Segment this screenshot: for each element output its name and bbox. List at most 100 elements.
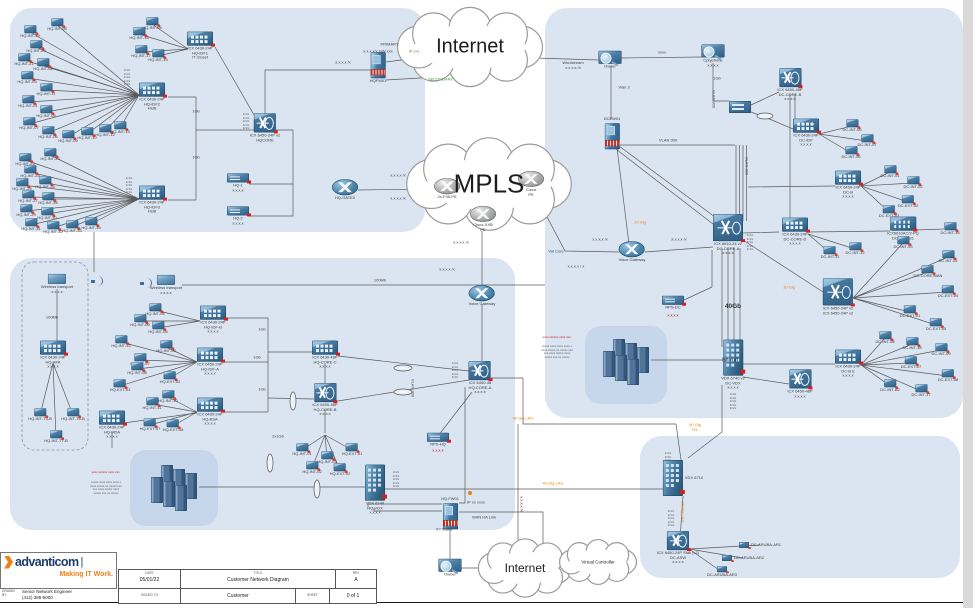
node-media-gw[interactable] [729, 101, 751, 113]
node-hq2-int-08[interactable]: HQ-INT-08 [127, 362, 147, 376]
node-hq-bsa[interactable]: ICX 6430-24P HQ-BSA x.x.x.x [197, 397, 225, 427]
node-hq-int-25[interactable]: HQ-INT-25 [12, 178, 32, 192]
node-dc-int-05[interactable]: DC-INT-05 [842, 119, 862, 133]
node-dc-ext-05[interactable]: DC-EXT-05 [926, 318, 946, 332]
node-hq-int-31[interactable]: HQ-INT-31 [21, 218, 41, 232]
node-dc-ext-04[interactable]: DC-EXT-04 [938, 285, 958, 299]
node-vdx-6710[interactable]: VDX 6710 [662, 460, 703, 496]
node-hq-idf3[interactable]: ICX 6430-24P HQ-IDF3 HUB [139, 185, 167, 215]
node-dc-vdx[interactable]: VDX 6740 v2 DC-VDX x.x.x.x [721, 339, 745, 391]
node-hq2-int-06[interactable]: HQ-INT-06 [130, 314, 150, 328]
node-dc-int-06[interactable]: DC-INT-06 [841, 146, 861, 160]
node-hq3-int-01[interactable]: HQ-INT-01 [292, 443, 312, 457]
node-hq-core-c[interactable]: ICX 6430-48P HQ-CORE-C x.x.x.x [312, 340, 340, 370]
node-hq2-ext-07[interactable]: HQ-EXT-07 [140, 418, 160, 432]
node-dc-core-d[interactable]: ICX 6430-24P DC-CORE-D x.x.x.x [782, 217, 810, 247]
node-wt1[interactable]: Wireless transport x.x.x.x [41, 273, 73, 294]
node-hq2-int-12[interactable]: HQ-INT-12 [111, 335, 131, 349]
node-hq-vdx[interactable]: VDX 6740 HQ-VDX x.x.x.x [365, 464, 387, 516]
node-dc-int-03[interactable]: DC-INT-03 [893, 236, 913, 250]
node-dc-int-02[interactable]: DC-INT-02 [903, 176, 923, 190]
node-cptyphone[interactable]: Cptyphone x.x.x.x [701, 44, 725, 67]
node-dc-stack[interactable]: ICX 6450-24P v2 ICX 6450-24P v2 [823, 278, 855, 315]
node-hq-idf1[interactable]: ICX 6430-24P HQ-IDF1 IT Closet [187, 31, 215, 61]
node-hq2-ext-08[interactable]: HQ-EXT-08 [163, 419, 183, 433]
node-hq3-int-02[interactable]: HQ-INT-02 [302, 461, 322, 475]
node-hq-int-30[interactable]: HQ-INT-30 [37, 207, 57, 221]
node-wifi2[interactable] [140, 277, 152, 289]
node-hq-int-01[interactable]: HQ-INT-01 [18, 95, 38, 109]
node-dc-aruba-ar2[interactable]: DC-ARUBA-AR2 [721, 555, 764, 562]
node-hq-int-04[interactable]: HQ-INT-04 [142, 17, 162, 31]
node-hq-idf-b[interactable]: ICX 6430-24P HQ-IDF-B x.x.x.x [200, 305, 228, 335]
node-hq-int-26[interactable]: HQ-INT-26 [35, 176, 55, 190]
node-hq-int-15[interactable]: HQ-INT-15 [148, 49, 168, 63]
node-hq-int-16[interactable]: HQ-INT-16 [129, 27, 149, 41]
node-rack-dc[interactable] [603, 339, 651, 385]
node-dc-int-07[interactable]: DC-INT-07 [857, 134, 877, 148]
node-hq-int-33[interactable]: HQ-INT-33 [62, 220, 82, 234]
node-hq-int-22[interactable]: HQ-INT-22 [15, 153, 35, 167]
node-hq-idf-a[interactable]: ICX 6450-24P HQ-IDF-A x.x.x.x [197, 347, 225, 377]
node-hq2-int-11[interactable]: HQ-INT-11 [142, 397, 162, 411]
node-hq3-int-03[interactable]: HQ-INT-03 [317, 451, 337, 465]
node-dc-be[interactable]: ICX 6430-24P DC-B E x.x.x.x [835, 349, 863, 379]
node-hq-int-t3-b[interactable]: HQ-INT-T3-B [28, 408, 52, 422]
node-rack-hq[interactable] [151, 465, 199, 511]
node-hq-int-20[interactable]: HQ-INT-20 [26, 40, 46, 54]
cloud-virtual-controller[interactable] [558, 538, 638, 586]
node-mpls-pe1[interactable]: 2x-F45-PE [434, 178, 460, 200]
node-hq-int-23[interactable]: HQ-INT-23 [40, 148, 60, 162]
node-hq2-ext-02[interactable]: HQ-EXT-02 [160, 371, 180, 385]
node-hq-int-07[interactable]: HQ-INT-07 [19, 117, 39, 131]
node-hq2-ext-03[interactable]: HQ-EXT-03 [110, 379, 130, 393]
node-hq-int-34[interactable]: HQ-INT-34 [81, 217, 101, 231]
node-dc-int-04[interactable]: DC-INT-04 [938, 250, 958, 264]
node-hq-int-11[interactable]: HQ-INT-11 [36, 83, 56, 97]
node-hq-idf2[interactable]: ICX 6430-24P HQ-IDF2 HUB [139, 82, 167, 112]
node-hq-1[interactable]: HQ-1 x.x.x.x [227, 173, 251, 192]
node-hq-int-09[interactable]: HQ-INT-09 [58, 130, 78, 144]
node-hqcore[interactable]: ICX 6450-24P v2 HQCORE [250, 113, 280, 142]
node-mpls-pe3[interactable]: Cisco-XXB PE [470, 205, 496, 232]
node-hq-int-19[interactable]: HQ-INT-19 [20, 25, 40, 39]
cloud-internet-2[interactable] [477, 538, 573, 598]
node-hq3-ext-01[interactable]: HQ-EXT-01 [342, 443, 362, 457]
node-hq-mda[interactable]: ICX 6430-24P HQ-MDA x.x.x.x [99, 410, 127, 440]
node-dc-ext-01[interactable]: DC-EXT-01 [900, 305, 920, 319]
node-dc-aruba-ar3[interactable]: DC-ARUBA-AR3 [707, 566, 737, 578]
node-dc-core-a[interactable]: ICX 6610-24 v2 DC-CORE-A x.x.x.x [713, 214, 745, 256]
node-hq-int-24[interactable]: HQ-INT-24 [20, 165, 40, 179]
node-hq-core-a[interactable]: ICX 6450-48 HQ-CORE-A x.x.x.x [469, 361, 493, 395]
node-hq-int-21[interactable]: HQ-INT-21 [14, 53, 34, 67]
node-dc-int-a2[interactable]: DC-INT-A2 [880, 379, 900, 393]
node-dc-asw[interactable]: ICX 6450-24P Stak (x2) DC-ASW x.x.x.x [657, 531, 699, 565]
node-dc-core-b[interactable]: ICX 6450-48P DC-CORE-B x.x.x.x [777, 68, 803, 102]
node-hq-int-27[interactable]: HQ-INT-27 [18, 190, 38, 204]
node-owner1[interactable]: Owner [598, 50, 622, 70]
node-hq-int-12[interactable]: HQ-INT-12 [95, 124, 115, 138]
node-hq-int-02[interactable]: HQ-INT-02 [33, 58, 53, 72]
node-dc-ext-02[interactable]: DC-EXT-02 [898, 195, 918, 209]
node-hq-int-06[interactable]: HQ-INT-06 [38, 126, 58, 140]
node-voice-gw2[interactable]: Voice Gateway [619, 241, 645, 263]
node-hq2-int-09[interactable]: HQ-INT-09 [156, 340, 176, 354]
node-hq-gate0[interactable]: HQ-GATE0 [332, 179, 358, 201]
node-dc-int-09[interactable]: DC-INT-09 [931, 343, 951, 357]
node-dc-aruba-ar1[interactable]: DC-ARUBA-AR1 [738, 542, 781, 549]
node-dc-int-18[interactable]: DC-INT-18 [902, 337, 922, 351]
node-hq2-int-05[interactable]: HQ-INT-05 [145, 303, 165, 317]
node-hq2-int-10[interactable]: HQ-INT-10 [158, 390, 178, 404]
node-dc-ext-07[interactable]: DC-EXT-07 [901, 356, 921, 370]
node-hq-afa[interactable]: ICX 6430-24P HQ-AFA x.x.x.x [40, 340, 68, 370]
cloud-internet-top[interactable] [396, 6, 544, 88]
node-hq-int-10[interactable]: HQ-INT-10 [77, 127, 97, 141]
node-dc-int-08[interactable]: DC-INT-08 [875, 331, 895, 345]
node-hq-int-28[interactable]: HQ-INT-28 [38, 192, 58, 206]
node-hq-fw01[interactable]: HQ-FW01 [441, 497, 459, 529]
node-hq-int-13[interactable]: HQ-INT-13 [110, 121, 130, 135]
node-dc-int-11[interactable]: DC-INT-11 [821, 246, 839, 260]
node-hqfw01[interactable]: HQFW01 [370, 52, 386, 84]
node-dc-ext-08[interactable]: DC-EXT-08 [938, 369, 958, 383]
node-dc-idf[interactable]: ICX 6430-24P DC-IDF x.x.x.x [793, 118, 821, 148]
